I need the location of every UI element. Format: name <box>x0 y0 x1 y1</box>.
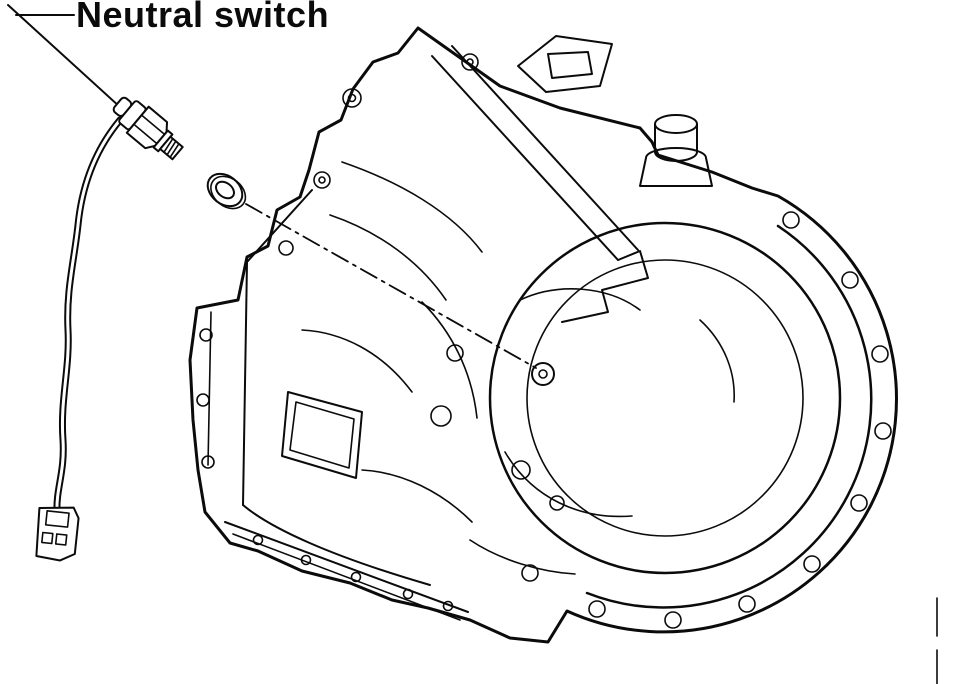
top-bracket <box>517 35 613 93</box>
case-outline <box>188 26 898 644</box>
housing-inner-circle <box>526 259 804 537</box>
flange-bolt-holes <box>521 211 892 629</box>
switch-wire <box>53 116 124 516</box>
housing-interior-details <box>504 288 735 518</box>
bottom-flange <box>224 521 469 621</box>
breather-boss <box>639 114 713 187</box>
front-face <box>196 189 431 586</box>
rib-band <box>431 45 649 323</box>
flange-inner-edge <box>585 224 873 609</box>
assembly-centerline <box>245 203 537 369</box>
housing-face-circle <box>488 221 842 575</box>
transmission-case <box>188 26 898 644</box>
upper-bolt-bosses <box>278 53 479 256</box>
part-label: Neutral switch <box>76 0 330 35</box>
switch-mounting-hole <box>531 362 555 386</box>
wire-connector <box>35 506 80 562</box>
neutral-switch <box>112 96 184 161</box>
sealing-washer <box>206 172 247 210</box>
casting-contours <box>301 161 576 575</box>
